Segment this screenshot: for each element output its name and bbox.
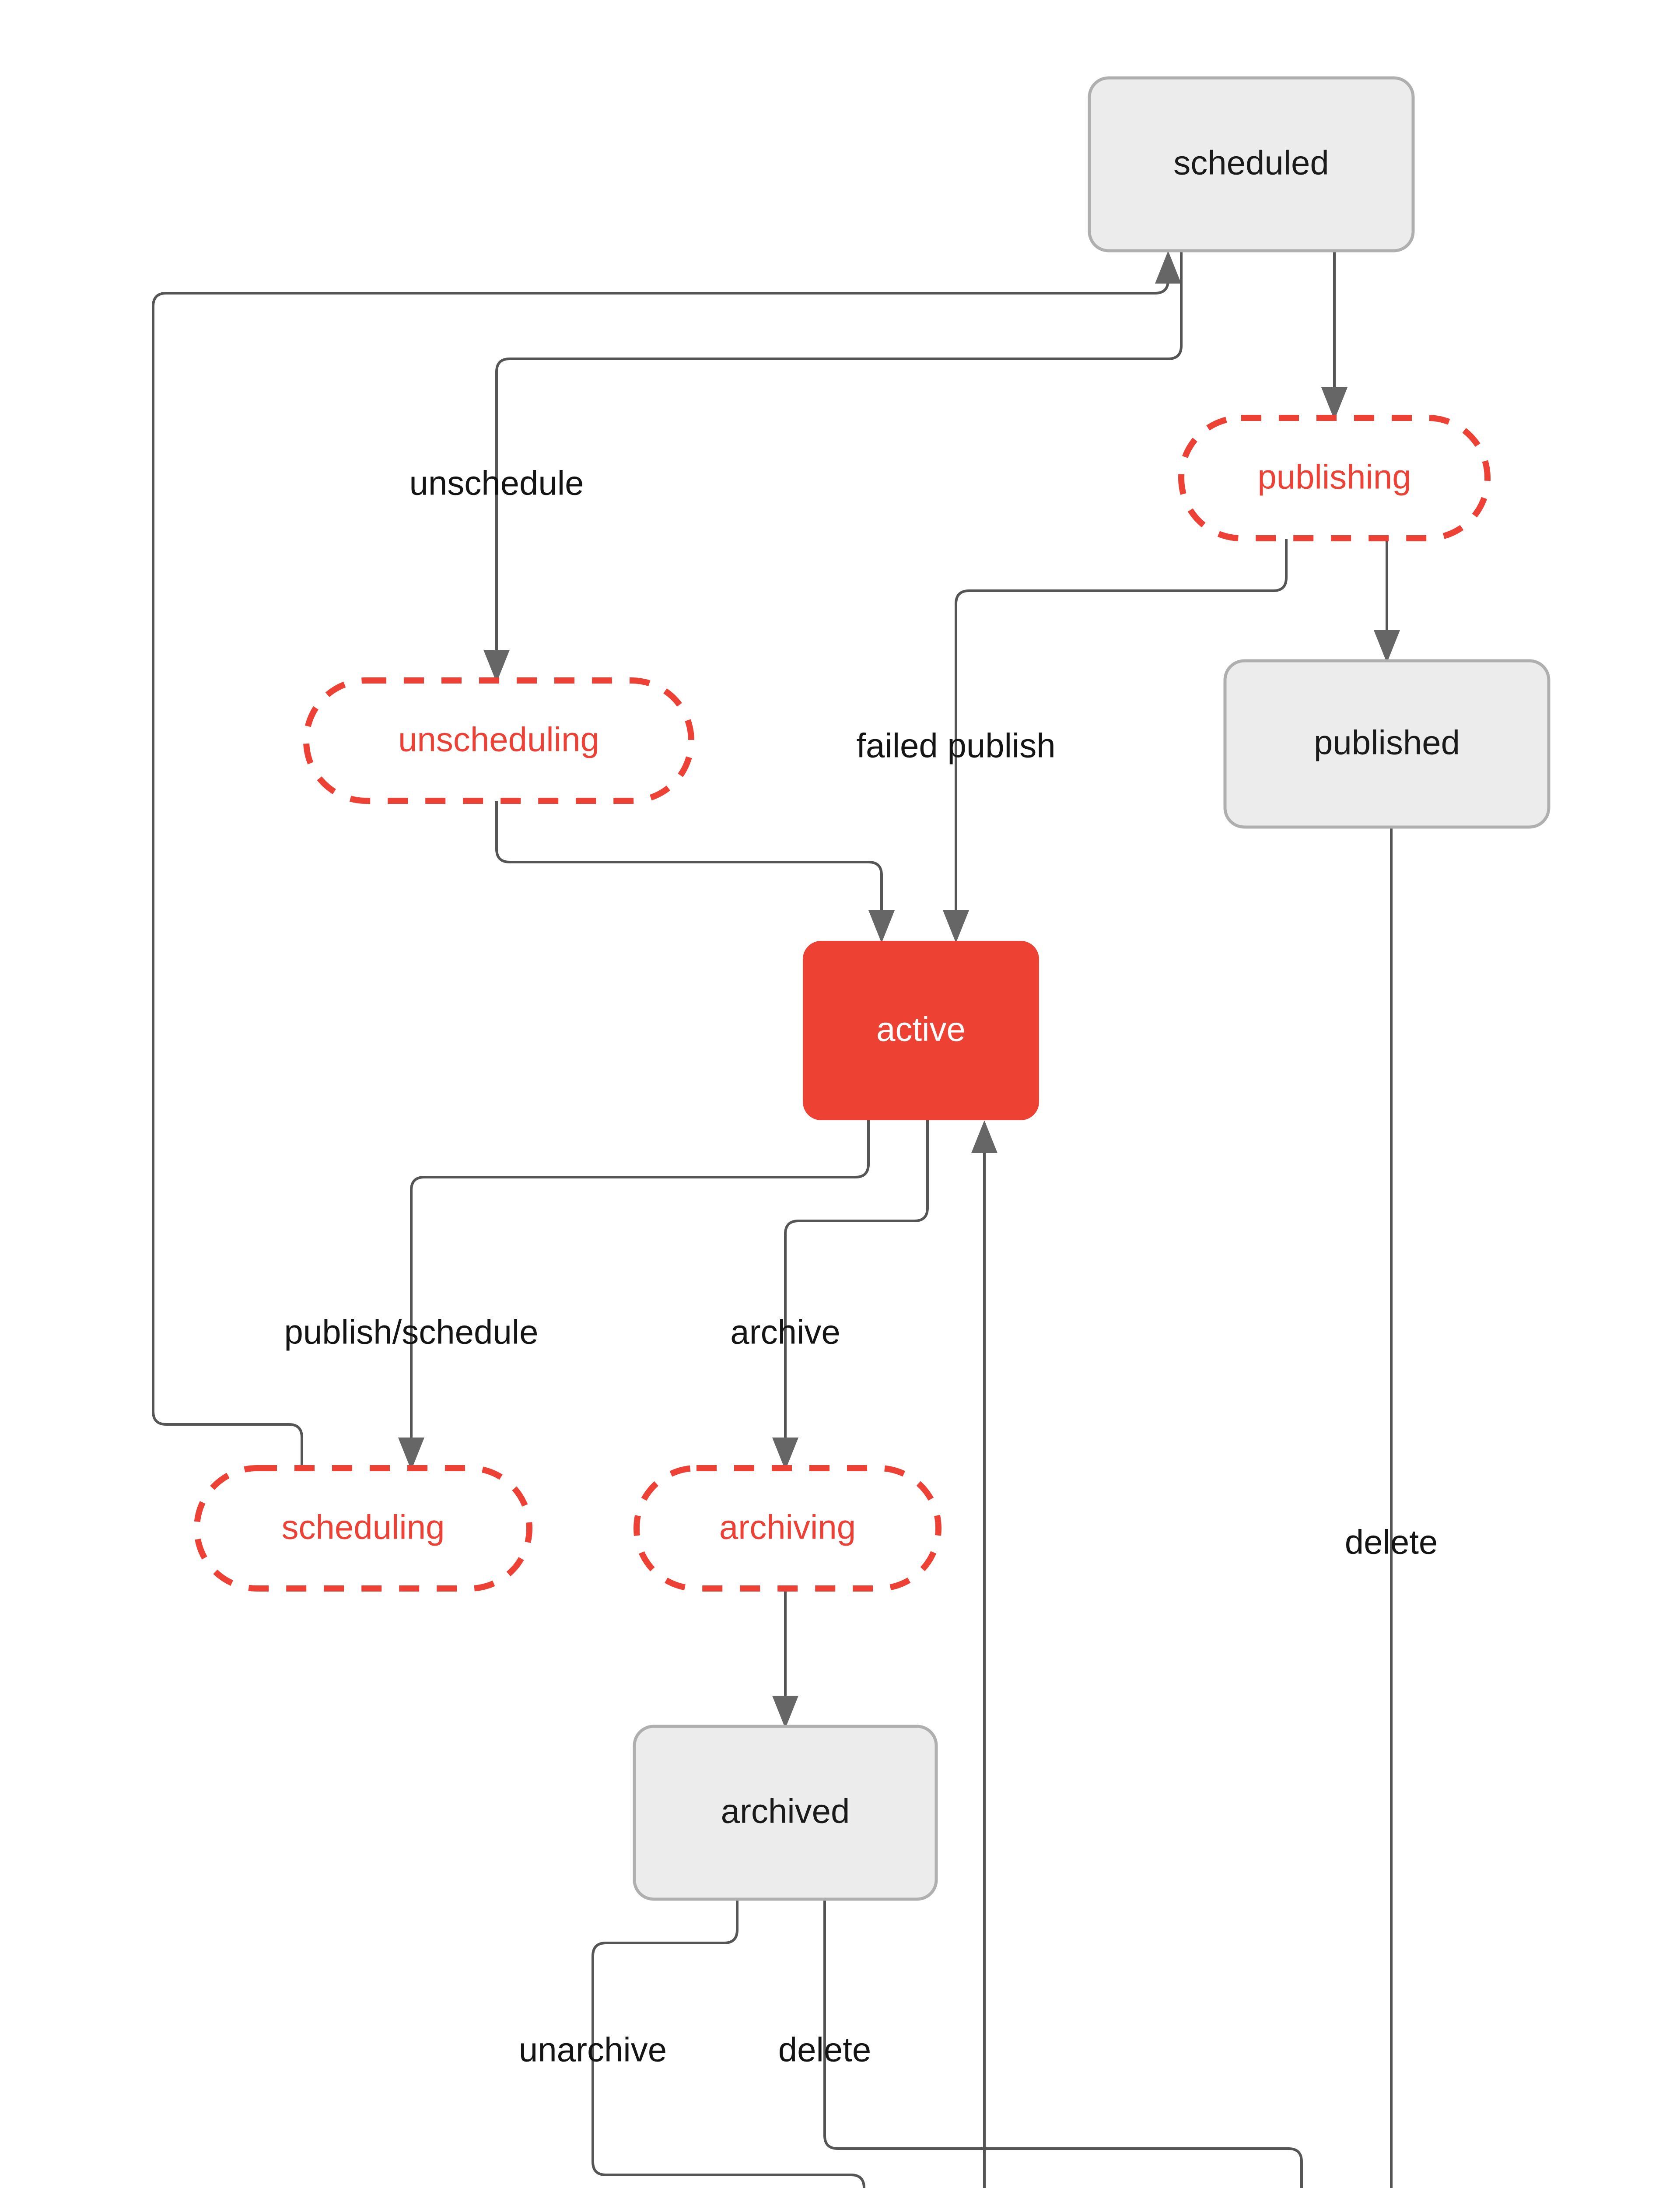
- edge-path: [410, 1120, 870, 1448]
- edge-label-publish-schedule: publish/schedule: [284, 1313, 538, 1351]
- edge-scheduling-to-scheduled: [152, 251, 1181, 1468]
- edge-label-unarchive: unarchive: [519, 2030, 667, 2069]
- node-unscheduling[interactable]: unscheduling: [303, 677, 694, 804]
- arrow-head: [971, 1120, 998, 1153]
- node-shape[interactable]: [633, 1725, 938, 1901]
- arrow-head: [1374, 630, 1400, 663]
- node-shape[interactable]: [194, 1465, 532, 1592]
- edge-archiving-to-archived: [772, 1588, 798, 1729]
- node-shape[interactable]: [303, 677, 694, 804]
- arrow-head: [868, 910, 895, 943]
- edge-path: [823, 1899, 1303, 2188]
- edge-label-layer: unschedule failed publish publish/schedu…: [284, 464, 1438, 2069]
- node-label-published: published: [1314, 723, 1460, 762]
- arrow-head: [772, 1696, 798, 1729]
- node-shape[interactable]: [634, 1465, 942, 1592]
- node-active[interactable]: active: [803, 941, 1039, 1120]
- edge-unscheduling-to-active: [495, 801, 895, 943]
- edge-path: [495, 801, 883, 921]
- edge-archived-to-unarchiving: [592, 1899, 865, 2188]
- arrow-head: [1321, 387, 1348, 420]
- arrow-head: [772, 1438, 798, 1470]
- node-label-archiving: archiving: [719, 1508, 856, 1546]
- node-label-publishing: publishing: [1257, 458, 1411, 496]
- edge-label-unschedule: unschedule: [410, 464, 584, 502]
- edge-archived-to-deleted: [823, 1899, 1303, 2188]
- node-shape[interactable]: [1223, 659, 1550, 829]
- edge-path: [592, 1899, 865, 2188]
- node-scheduling[interactable]: scheduling: [194, 1465, 532, 1592]
- edge-path: [784, 1120, 929, 1448]
- node-archiving[interactable]: archiving: [634, 1465, 942, 1592]
- node-publishing[interactable]: publishing: [1178, 415, 1491, 541]
- arrow-head: [483, 650, 510, 683]
- node-label-active: active: [876, 1010, 966, 1048]
- edge-label-delete-archived: delete: [778, 2030, 872, 2069]
- node-label-scheduling: scheduling: [282, 1508, 445, 1546]
- node-scheduled[interactable]: scheduled: [1088, 76, 1415, 252]
- node-label-unscheduling: unscheduling: [398, 720, 599, 759]
- edge-unarchiving-to-active: [971, 1120, 998, 2188]
- edge-label-failed-publish: failed publish: [856, 726, 1055, 765]
- arrow-head: [1155, 251, 1181, 284]
- edge-layer: [152, 251, 1400, 2188]
- node-label-archived: archived: [721, 1792, 850, 1830]
- edge-active-to-scheduling: [398, 1120, 870, 1470]
- edge-label-archive: archive: [730, 1313, 840, 1351]
- node-shape[interactable]: [1088, 76, 1415, 252]
- node-published[interactable]: published: [1223, 659, 1550, 829]
- node-shape[interactable]: [803, 941, 1039, 1120]
- edge-scheduled-to-publishing: [1321, 251, 1348, 420]
- edge-path: [152, 269, 1169, 1468]
- edge-path: [495, 251, 1183, 661]
- edge-publishing-to-published: [1374, 539, 1400, 663]
- node-archived[interactable]: archived: [633, 1725, 938, 1901]
- edge-publishing-to-active: [943, 539, 1288, 943]
- edge-label-delete-published: delete: [1345, 1523, 1438, 1561]
- edge-path: [955, 539, 1288, 921]
- edge-active-to-archiving: [772, 1120, 929, 1470]
- edge-published-to-deleted: [1390, 827, 1393, 2188]
- node-label-scheduled: scheduled: [1173, 144, 1329, 182]
- edge-scheduled-to-unscheduling: [483, 251, 1183, 683]
- node-layer: scheduled publishing unscheduling publis…: [194, 76, 1550, 1901]
- node-shape[interactable]: [1178, 415, 1491, 541]
- arrow-head: [943, 910, 969, 943]
- arrow-head: [398, 1438, 424, 1470]
